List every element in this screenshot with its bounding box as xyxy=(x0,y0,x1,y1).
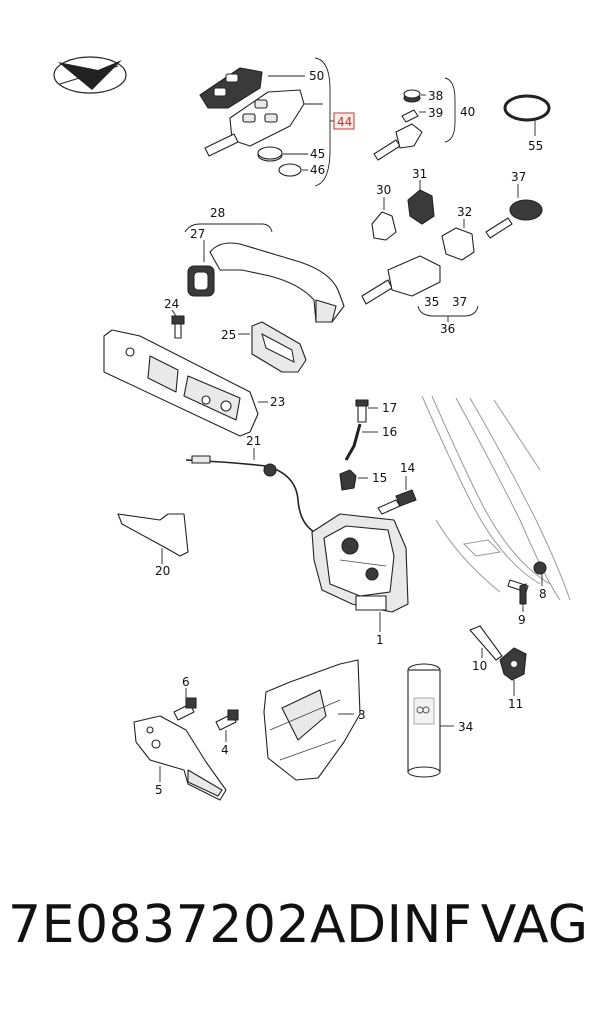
brand-logo xyxy=(53,56,127,94)
callout-17: 17 xyxy=(382,401,397,415)
lock-bracket xyxy=(133,715,227,801)
callout-50: 50 xyxy=(309,69,324,83)
key-37 xyxy=(485,199,543,239)
callout-9: 9 xyxy=(518,613,526,627)
striker-bolt xyxy=(469,625,503,661)
callout-44: 44 xyxy=(337,115,352,129)
part-number: 7E0837202ADINF xyxy=(8,895,473,955)
callout-27: 27 xyxy=(190,227,205,241)
lock-rod xyxy=(344,423,362,461)
lock-cylinder-housing xyxy=(371,211,397,241)
washer-8 xyxy=(533,561,547,575)
callout-36: 36 xyxy=(440,322,455,336)
callout-10: 10 xyxy=(472,659,487,673)
callout-40: 40 xyxy=(460,105,475,119)
callout-14: 14 xyxy=(400,461,415,475)
release-cable xyxy=(185,455,319,535)
seal-ring xyxy=(503,94,551,122)
callout-28: 28 xyxy=(210,206,225,220)
screw-24 xyxy=(171,315,185,339)
bolt-6 xyxy=(173,697,197,721)
callout-20: 20 xyxy=(155,564,170,578)
callout-46: 46 xyxy=(310,163,325,177)
callout-37-top: 37 xyxy=(511,170,526,184)
door-frame xyxy=(421,395,571,601)
microswitch xyxy=(377,489,417,515)
callout-37-bottom: 37 xyxy=(452,295,467,309)
callout-45: 45 xyxy=(310,147,325,161)
callout-16: 16 xyxy=(382,425,397,439)
callout-3: 3 xyxy=(358,708,366,722)
callout-21: 21 xyxy=(246,434,261,448)
callout-6: 6 xyxy=(182,675,190,689)
coin-battery xyxy=(257,146,283,162)
callout-25: 25 xyxy=(221,328,236,342)
trim-piece xyxy=(117,513,189,557)
callout-38: 38 xyxy=(428,89,443,103)
bolt-9 xyxy=(507,579,529,605)
key-blade xyxy=(373,123,423,161)
handle-carrier xyxy=(103,329,259,437)
grease-can xyxy=(407,663,441,778)
handle-gasket xyxy=(251,321,307,373)
lock-cylinder xyxy=(361,255,441,305)
bolt-4 xyxy=(215,709,239,731)
callout-35: 35 xyxy=(424,295,439,309)
exploded-parts-diagram: 50 44 45 46 38 39 40 55 30 31 37 32 35 3… xyxy=(53,56,571,801)
striker-plate xyxy=(499,647,527,681)
lock-cover-3 xyxy=(263,659,361,781)
callout-5: 5 xyxy=(155,783,163,797)
callout-32: 32 xyxy=(457,205,472,219)
callout-4: 4 xyxy=(221,743,229,757)
callout-11: 11 xyxy=(508,697,523,711)
callout-34: 34 xyxy=(458,720,473,734)
battery-cap xyxy=(278,163,302,177)
callout-15: 15 xyxy=(372,471,387,485)
footer: 7E0837202ADINF VAG xyxy=(0,895,600,1005)
rod-clip xyxy=(339,469,357,491)
bolt-17 xyxy=(355,399,369,423)
small-pin xyxy=(401,109,419,123)
remote-key-housing xyxy=(199,67,305,157)
callout-44-highlight: 44 xyxy=(333,112,355,130)
brand-label: VAG xyxy=(480,895,588,955)
callout-39: 39 xyxy=(428,106,443,120)
callout-55: 55 xyxy=(528,139,543,153)
lock-bezel xyxy=(441,227,475,261)
door-lock-actuator xyxy=(311,513,409,613)
lock-cover xyxy=(407,189,435,225)
lock-cylinder-cap xyxy=(403,89,421,103)
callout-8: 8 xyxy=(539,587,547,601)
callout-1: 1 xyxy=(376,633,384,647)
callout-31: 31 xyxy=(412,167,427,181)
outer-door-handle xyxy=(209,242,345,323)
callout-23: 23 xyxy=(270,395,285,409)
callout-24: 24 xyxy=(164,297,179,311)
callout-30: 30 xyxy=(376,183,391,197)
handle-cap xyxy=(187,265,215,297)
